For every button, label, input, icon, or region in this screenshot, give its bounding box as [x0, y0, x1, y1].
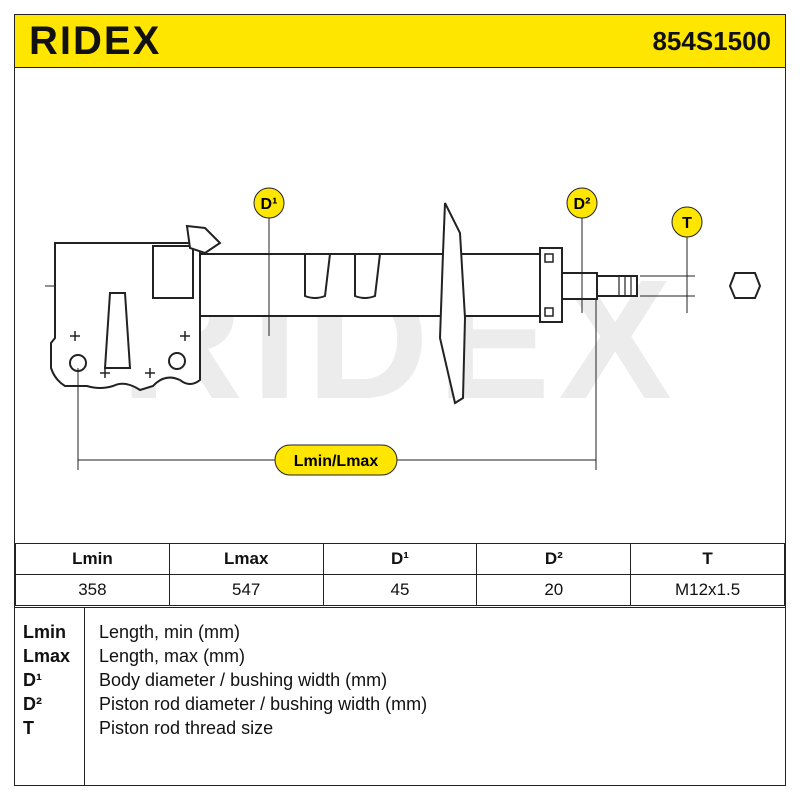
length-badge	[274, 444, 398, 476]
legend-item: D² Piston rod diameter / bushing width (…	[15, 692, 785, 716]
legend-divider	[84, 608, 85, 785]
spec-value-cell: 547	[168, 574, 324, 606]
spec-table: Lmin Lmax D¹ D² T 358 547 45 20 M12x1.5	[15, 543, 785, 606]
legend-item: T Piston rod thread size	[15, 716, 785, 740]
sensor-holder	[185, 224, 222, 255]
legend-item: Lmin Length, min (mm)	[15, 620, 785, 644]
t-badge	[671, 206, 703, 238]
bracket-marks	[70, 331, 190, 378]
spec-header-cell: Lmax	[168, 543, 324, 575]
bracket-clip	[152, 245, 194, 299]
body-tube	[199, 253, 541, 317]
d1-label: D¹	[261, 196, 278, 213]
d2-badge	[566, 187, 598, 219]
legend-item: Lmax Length, max (mm)	[15, 644, 785, 668]
spec-header-row: Lmin Lmax D¹ D² T	[15, 543, 785, 575]
legend-key: D¹	[23, 670, 42, 690]
bracket-hole-right	[168, 352, 186, 370]
cap-notch-top	[544, 253, 554, 263]
spec-value-cell: 45	[322, 574, 478, 606]
bracket-slot	[103, 292, 132, 369]
length-label: Lmin/Lmax	[294, 453, 379, 470]
legend-item: D¹ Body diameter / bushing width (mm)	[15, 668, 785, 692]
piston-rod	[561, 272, 598, 300]
spec-header-cell: D¹	[322, 543, 478, 575]
legend-desc: Piston rod thread size	[99, 718, 274, 738]
thread-lines	[618, 276, 632, 296]
d2-label: D²	[574, 196, 591, 213]
legend-desc: Body diameter / bushing width (mm)	[99, 670, 388, 690]
tube-clamp-left	[304, 253, 331, 299]
legend-desc: Length, max (mm)	[99, 646, 246, 666]
spec-header-cell: D²	[476, 543, 632, 575]
nut	[728, 272, 762, 299]
tube-clamp-right	[354, 253, 381, 299]
legend-desc: Length, min (mm)	[99, 622, 241, 642]
rod-thread	[596, 275, 638, 297]
legend-key: T	[23, 718, 34, 738]
drawing-svg: RIDEX	[45, 187, 762, 476]
legend-key: Lmin	[23, 622, 66, 642]
spec-header-cell: Lmin	[15, 543, 170, 575]
spec-value-cell: M12x1.5	[630, 574, 785, 606]
t-label: T	[682, 215, 692, 232]
spec-value-cell: 20	[476, 574, 632, 606]
legend: Lmin Length, min (mm) Lmax Length, max (…	[15, 607, 785, 785]
legend-desc: Piston rod diameter / bushing width (mm)	[99, 694, 428, 714]
d1-badge	[253, 187, 285, 219]
top-cap	[539, 247, 563, 323]
legend-key: Lmax	[23, 646, 71, 666]
spec-value-cell: 358	[15, 574, 170, 606]
header-bar: RIDEX 854S1500	[15, 15, 785, 68]
product-sheet: RIDEX 854S1500 RIDEX	[14, 14, 786, 786]
shock-absorber-drawing: RIDEX	[15, 68, 785, 543]
brand-logo: RIDEX	[29, 19, 162, 63]
spring-seat	[438, 202, 467, 405]
cap-notch-bottom	[544, 307, 554, 317]
spec-header-cell: T	[630, 543, 785, 575]
spec-value-row: 358 547 45 20 M12x1.5	[15, 574, 785, 606]
part-number: 854S1500	[652, 26, 771, 56]
legend-key: D²	[23, 694, 42, 714]
